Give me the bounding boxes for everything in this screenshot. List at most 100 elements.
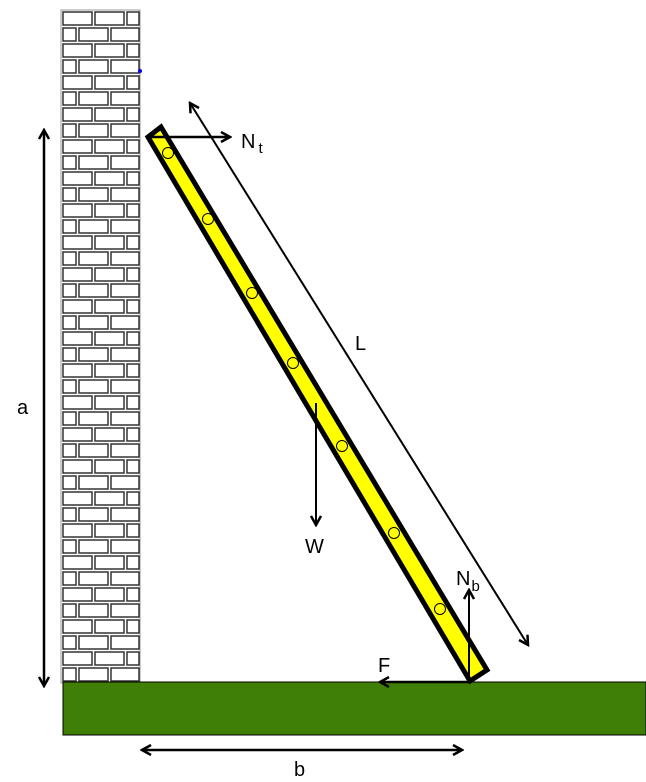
brick — [126, 171, 140, 186]
brick — [62, 219, 77, 234]
brick — [62, 491, 93, 506]
brick — [78, 123, 109, 138]
brick — [94, 363, 125, 378]
brick — [126, 523, 140, 538]
brick — [62, 427, 93, 442]
brick — [126, 43, 140, 58]
brick — [78, 507, 109, 522]
brick — [94, 619, 125, 634]
brick — [62, 123, 77, 138]
brick — [94, 459, 125, 474]
length-label: L — [355, 333, 366, 355]
brick — [126, 427, 140, 442]
brick — [62, 11, 93, 26]
brick — [126, 651, 140, 666]
brick — [126, 267, 140, 282]
brick — [110, 635, 140, 650]
brick — [62, 171, 93, 186]
brick — [126, 75, 140, 90]
brick — [62, 363, 93, 378]
brick — [62, 619, 93, 634]
brick — [110, 411, 140, 426]
brick — [110, 507, 140, 522]
brick — [62, 315, 77, 330]
brick — [78, 315, 109, 330]
brick — [110, 379, 140, 394]
brick — [78, 539, 109, 554]
brick — [94, 587, 125, 602]
brick — [62, 267, 93, 282]
brick — [78, 443, 109, 458]
brick — [78, 635, 109, 650]
ladder-rung — [162, 147, 174, 159]
brick — [110, 27, 140, 42]
brick — [78, 667, 109, 682]
brick — [94, 395, 125, 410]
brick — [62, 203, 93, 218]
brick — [126, 555, 140, 570]
brick — [62, 443, 77, 458]
brick — [110, 571, 140, 586]
brick — [110, 91, 140, 106]
brick — [94, 43, 125, 58]
brick — [94, 139, 125, 154]
brick — [62, 555, 93, 570]
brick — [126, 395, 140, 410]
brick — [62, 155, 77, 170]
bottom-normal-label: Nb — [456, 568, 480, 595]
brick — [126, 107, 140, 122]
brick — [126, 203, 140, 218]
brick — [94, 203, 125, 218]
brick — [94, 651, 125, 666]
brick — [62, 475, 77, 490]
brick — [110, 283, 140, 298]
brick — [126, 139, 140, 154]
brick — [62, 75, 93, 90]
brick — [62, 27, 77, 42]
brick — [62, 507, 77, 522]
brick — [62, 235, 93, 250]
brick — [110, 667, 140, 682]
brick — [126, 491, 140, 506]
brick — [62, 251, 77, 266]
length-arrow — [190, 103, 528, 645]
brick — [110, 219, 140, 234]
brick — [94, 331, 125, 346]
ladder — [144, 123, 491, 685]
brick — [94, 523, 125, 538]
brick — [62, 667, 77, 682]
brick — [62, 411, 77, 426]
brick — [94, 427, 125, 442]
brick — [62, 523, 93, 538]
brick — [110, 315, 140, 330]
brick — [78, 251, 109, 266]
brick — [62, 299, 93, 314]
brick — [78, 219, 109, 234]
brick — [78, 603, 109, 618]
marker-dot — [138, 69, 142, 73]
brick — [62, 347, 77, 362]
brick — [110, 603, 140, 618]
brick — [126, 363, 140, 378]
brick — [110, 443, 140, 458]
brick — [62, 59, 77, 74]
brick-wall — [60, 9, 141, 684]
brick — [62, 43, 93, 58]
brick — [62, 187, 77, 202]
base-label: b — [294, 759, 305, 781]
brick — [110, 123, 140, 138]
brick — [126, 11, 140, 26]
height-label: a — [17, 397, 29, 419]
brick — [110, 347, 140, 362]
brick — [94, 267, 125, 282]
brick — [78, 475, 109, 490]
brick — [78, 283, 109, 298]
brick — [110, 539, 140, 554]
brick — [110, 155, 140, 170]
brick — [78, 347, 109, 362]
brick — [78, 155, 109, 170]
brick — [62, 395, 93, 410]
brick — [62, 379, 77, 394]
brick — [62, 283, 77, 298]
